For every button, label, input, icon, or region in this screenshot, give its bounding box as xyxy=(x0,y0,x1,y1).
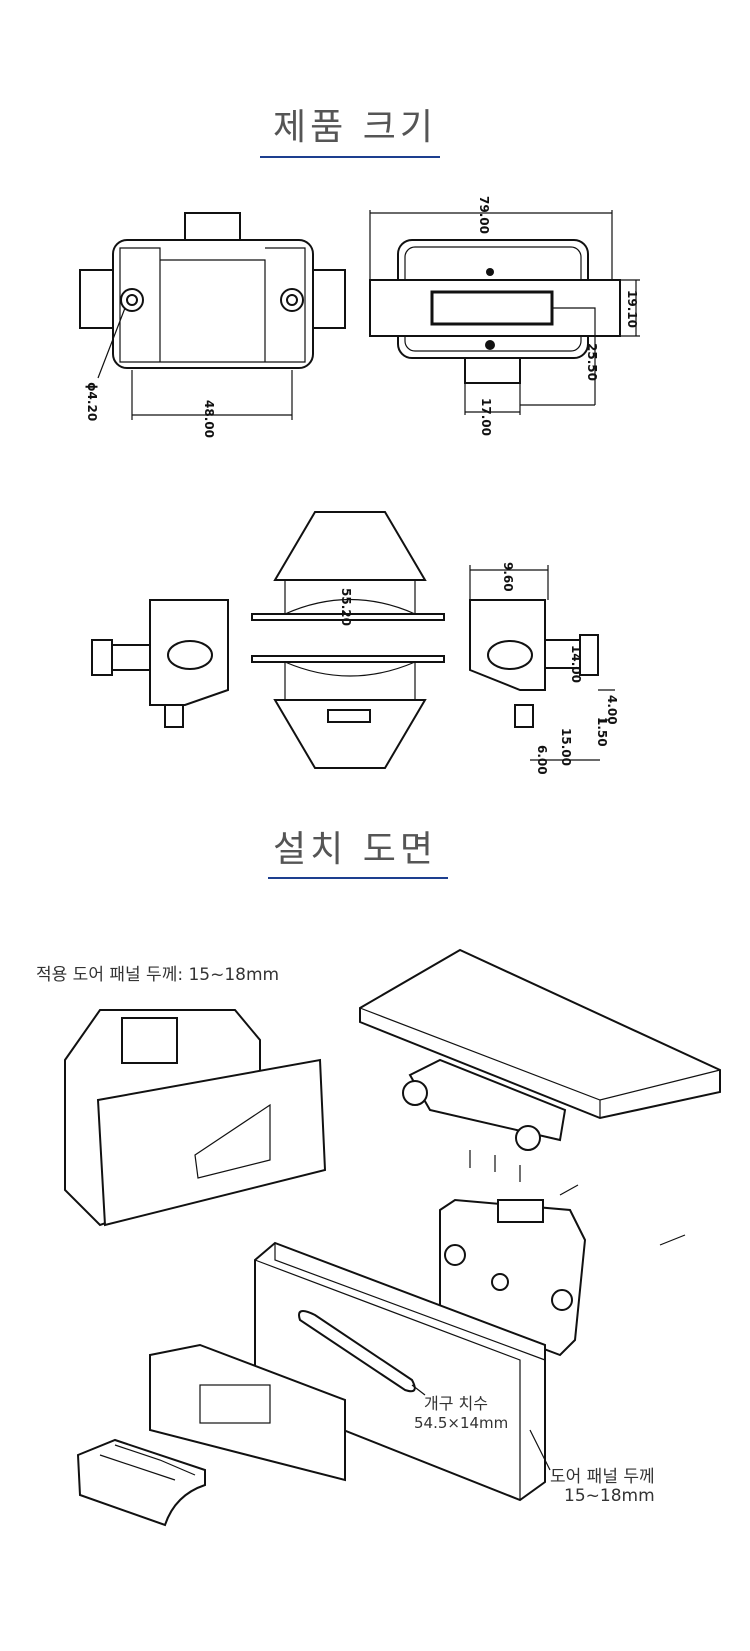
opening-label: 개구 치수 xyxy=(424,1394,488,1413)
dim-tongue: 17.00 xyxy=(479,398,493,436)
dim-body: 55.20 xyxy=(339,588,353,626)
front-view-drawing: ϕ4.20 48.00 xyxy=(79,212,346,438)
opening-size: 54.5×14mm xyxy=(414,1414,509,1432)
top-view-drawing: 79.00 19.10 25.50 17.00 xyxy=(369,196,640,436)
dim-opening-offset: 25.50 xyxy=(585,343,599,381)
dim-depth: 9.60 xyxy=(501,562,515,592)
section-title-install-drawing: 설치 도면 xyxy=(273,829,437,870)
dim-6: 6.00 xyxy=(535,745,549,775)
dim-1-5: 1.50 xyxy=(595,717,609,747)
installation-exploded-drawing xyxy=(64,948,721,1527)
dim-knob: 14.00 xyxy=(569,645,583,683)
dim-hole: ϕ4.20 xyxy=(85,382,99,421)
section-title-product-size: 제품 크기 xyxy=(273,107,437,148)
thickness-label: 도어 패널 두께 xyxy=(550,1467,655,1487)
title-underline xyxy=(260,156,440,158)
thickness-value: 15~18mm xyxy=(564,1486,655,1506)
dim-width: 79.00 xyxy=(477,196,491,234)
dim-4: 4.00 xyxy=(605,695,619,725)
side-views-drawing: 55.20 9.60 14.00 4.00 1.50 15.00 6.00 xyxy=(91,511,619,775)
dim-height: 19.10 xyxy=(625,290,639,328)
dim-hole-spacing: 48.00 xyxy=(202,400,216,438)
dim-15: 15.00 xyxy=(559,728,573,766)
panel-thickness-note: 적용 도어 패널 두께: 15~18mm xyxy=(36,965,280,985)
title-underline xyxy=(268,877,448,879)
